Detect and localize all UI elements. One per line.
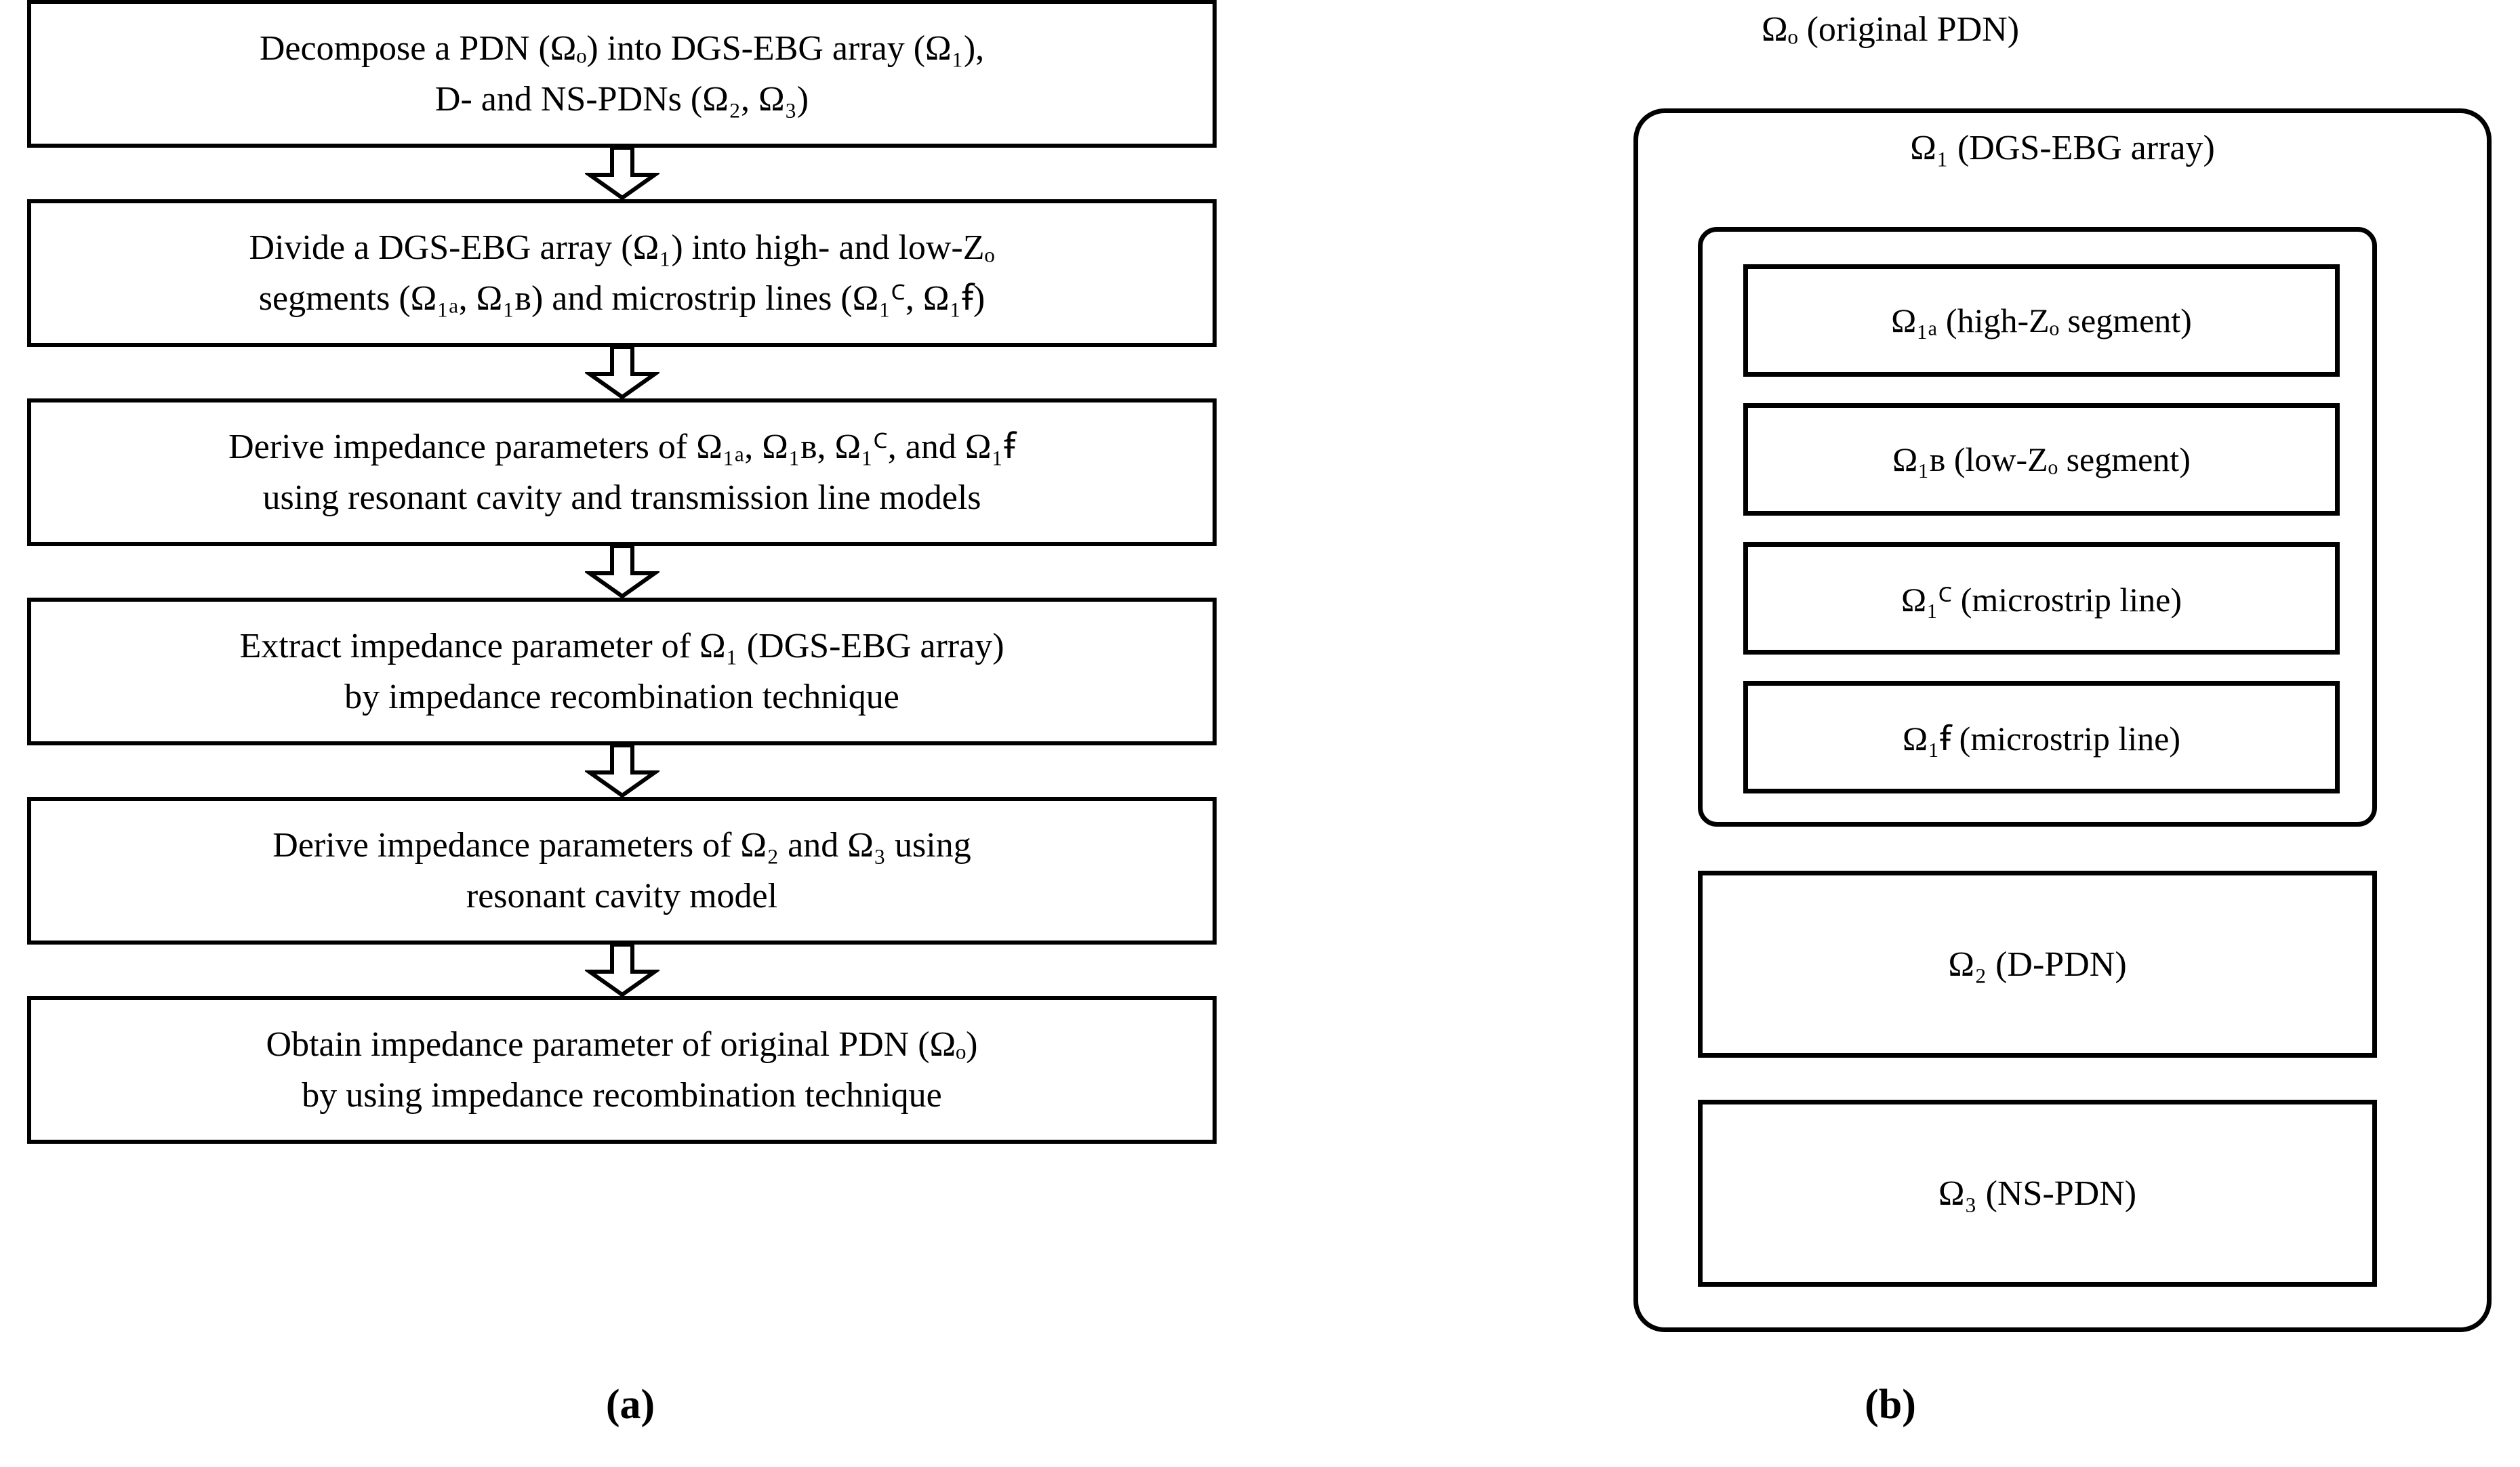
flow-step-decompose: Decompose a PDN (Ωₒ) into DGS-EBG array … bbox=[27, 0, 1217, 148]
panel-a-caption: (a) bbox=[605, 1382, 655, 1428]
flow-step-obtain-text: Obtain impedance parameter of original P… bbox=[266, 1025, 978, 1115]
down-block-arrow-icon bbox=[584, 546, 659, 598]
omega-1-container: Ω₁ₐ (high-Zₒ segment) Ω₁ʙ (low-Zₒ segmen… bbox=[1698, 227, 2377, 827]
flow-step-derive-23-text: Derive impedance parameters of Ω₂ and Ω₃… bbox=[272, 825, 971, 915]
omega-3-box: Ω₃ (NS-PDN) bbox=[1698, 1100, 2377, 1287]
flow-step-divide: Divide a DGS-EBG array (Ω₁) into high- a… bbox=[27, 199, 1217, 347]
panel-b-nested-diagram: Ωₒ (original PDN) Ω₁ (DGS-EBG array) Ω₁ₐ… bbox=[1261, 0, 2520, 1467]
omega-0-label: Ωₒ (original PDN) bbox=[1761, 10, 2020, 49]
flow-step-derive-sub: Derive impedance parameters of Ω₁ₐ, Ω₁ʙ,… bbox=[27, 398, 1217, 546]
omega-1c-box: Ω₁ꟲ (microstrip line) bbox=[1743, 542, 2340, 655]
flowchart-column: Decompose a PDN (Ωₒ) into DGS-EBG array … bbox=[27, 0, 1217, 1144]
omega-1d-label: Ω₁ꞙ (microstrip line) bbox=[1903, 720, 2180, 758]
flow-arrow-4 bbox=[27, 745, 1217, 797]
flow-step-extract-text: Extract impedance parameter of Ω₁ (DGS-E… bbox=[239, 626, 1004, 716]
omega-1a-label: Ω₁ₐ (high-Zₒ segment) bbox=[1891, 302, 2192, 339]
flow-arrow-3 bbox=[27, 546, 1217, 598]
flow-step-extract: Extract impedance parameter of Ω₁ (DGS-E… bbox=[27, 598, 1217, 745]
omega-1d-box: Ω₁ꞙ (microstrip line) bbox=[1743, 681, 2340, 793]
panel-a-flowchart: Decompose a PDN (Ωₒ) into DGS-EBG array … bbox=[27, 0, 1217, 1428]
omega-1b-box: Ω₁ʙ (low-Zₒ segment) bbox=[1743, 403, 2340, 516]
down-block-arrow-icon bbox=[584, 945, 659, 996]
flow-step-derive-23: Derive impedance parameters of Ω₂ and Ω₃… bbox=[27, 797, 1217, 945]
down-block-arrow-icon bbox=[584, 347, 659, 398]
flow-step-derive-sub-text: Derive impedance parameters of Ω₁ₐ, Ω₁ʙ,… bbox=[228, 427, 1015, 517]
omega-0-container: Ω₁ (DGS-EBG array) Ω₁ₐ (high-Zₒ segment)… bbox=[1633, 108, 2492, 1332]
flow-arrow-1 bbox=[27, 148, 1217, 199]
down-block-arrow-icon bbox=[584, 745, 659, 797]
flow-arrow-5 bbox=[27, 945, 1217, 996]
flow-arrow-2 bbox=[27, 347, 1217, 398]
omega-1-label: Ω₁ (DGS-EBG array) bbox=[1910, 129, 2215, 167]
omega-1a-box: Ω₁ₐ (high-Zₒ segment) bbox=[1743, 264, 2340, 377]
flow-step-obtain: Obtain impedance parameter of original P… bbox=[27, 996, 1217, 1144]
omega-3-label: Ω₃ (NS-PDN) bbox=[1938, 1174, 2137, 1213]
omega-2-label: Ω₂ (D-PDN) bbox=[1948, 945, 2127, 984]
omega-2-box: Ω₂ (D-PDN) bbox=[1698, 871, 2377, 1058]
down-block-arrow-icon bbox=[584, 148, 659, 199]
flow-step-decompose-text: Decompose a PDN (Ωₒ) into DGS-EBG array … bbox=[259, 28, 985, 119]
omega-1b-label: Ω₁ʙ (low-Zₒ segment) bbox=[1892, 440, 2191, 478]
flow-step-divide-text: Divide a DGS-EBG array (Ω₁) into high- a… bbox=[249, 228, 995, 318]
panel-b-caption: (b) bbox=[1865, 1382, 1916, 1428]
omega-1c-label: Ω₁ꟲ (microstrip line) bbox=[1901, 581, 2182, 619]
